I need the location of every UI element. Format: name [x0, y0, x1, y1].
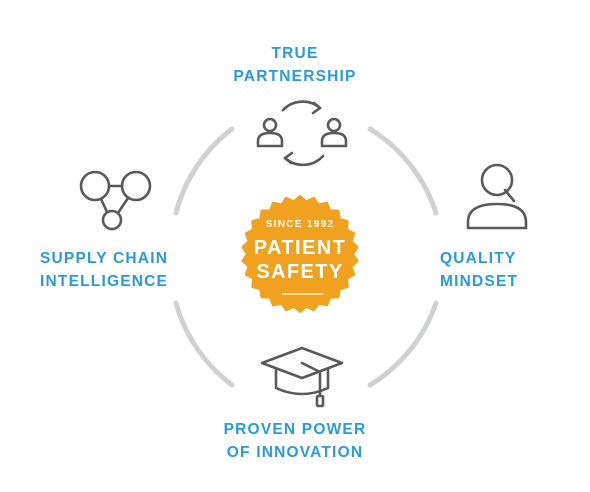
quality-person-icon — [466, 163, 528, 230]
label-line: OF INNOVATION — [226, 444, 364, 461]
label-quality-mindset: QUALITY MINDSET — [440, 247, 518, 293]
label-true-partnership: TRUE PARTNERSHIP — [195, 42, 395, 88]
label-line: PARTNERSHIP — [233, 68, 357, 85]
badge-since-text: SINCE 1992 — [265, 219, 335, 230]
badge-title-line1: PATIENT — [253, 237, 347, 259]
partnership-icon — [256, 100, 348, 167]
label-supply-chain-intelligence: SUPPLY CHAIN INTELLIGENCE — [40, 247, 168, 293]
ring — [173, 126, 439, 388]
badge-title-line2: SAFETY — [256, 261, 344, 283]
label-line: QUALITY — [440, 250, 517, 267]
graduation-cap-icon — [260, 346, 344, 408]
label-line: SUPPLY CHAIN — [40, 250, 169, 267]
label-line: MINDSET — [440, 273, 519, 290]
label-proven-power-of-innovation: PROVEN POWER OF INNOVATION — [160, 418, 430, 464]
patient-safety-badge — [241, 195, 359, 313]
label-line: INTELLIGENCE — [40, 273, 169, 290]
label-line: TRUE — [271, 45, 319, 62]
ring-arc-bottom-right — [367, 300, 439, 388]
network-nodes-icon — [79, 170, 152, 231]
ring-arc-top-right — [367, 126, 439, 216]
label-line: PROVEN POWER — [223, 421, 367, 438]
ring-arc-bottom-left — [173, 300, 235, 388]
ring-arc-top-left — [173, 126, 235, 216]
